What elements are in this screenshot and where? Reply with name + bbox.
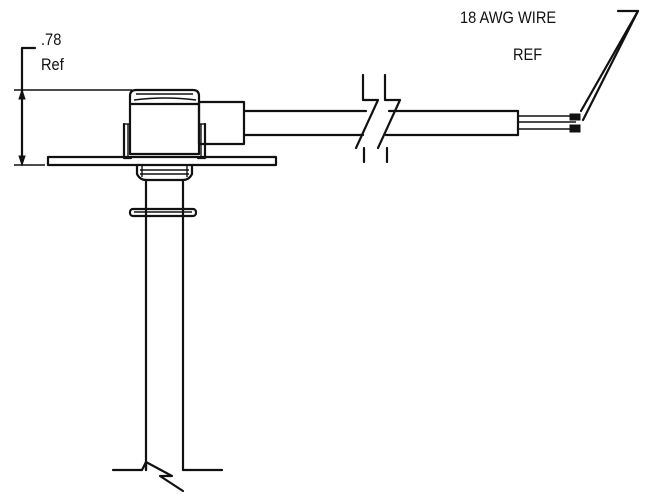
sensor-head [122,88,207,160]
dimension-value-label: .78 [41,30,62,49]
wire-gauge-label: 18 AWG WIRE [460,8,557,27]
flange-plate [46,155,278,167]
wire-ref-label: REF [513,45,543,64]
wire-leads [518,113,581,133]
cable-boot [197,100,246,146]
cable-jacket [242,73,520,164]
probe-stem [111,178,224,493]
wire-leader [579,9,640,122]
dimension-ref-label: Ref [41,55,64,74]
dimension-bracket [14,46,132,167]
probe-neck [128,163,198,218]
